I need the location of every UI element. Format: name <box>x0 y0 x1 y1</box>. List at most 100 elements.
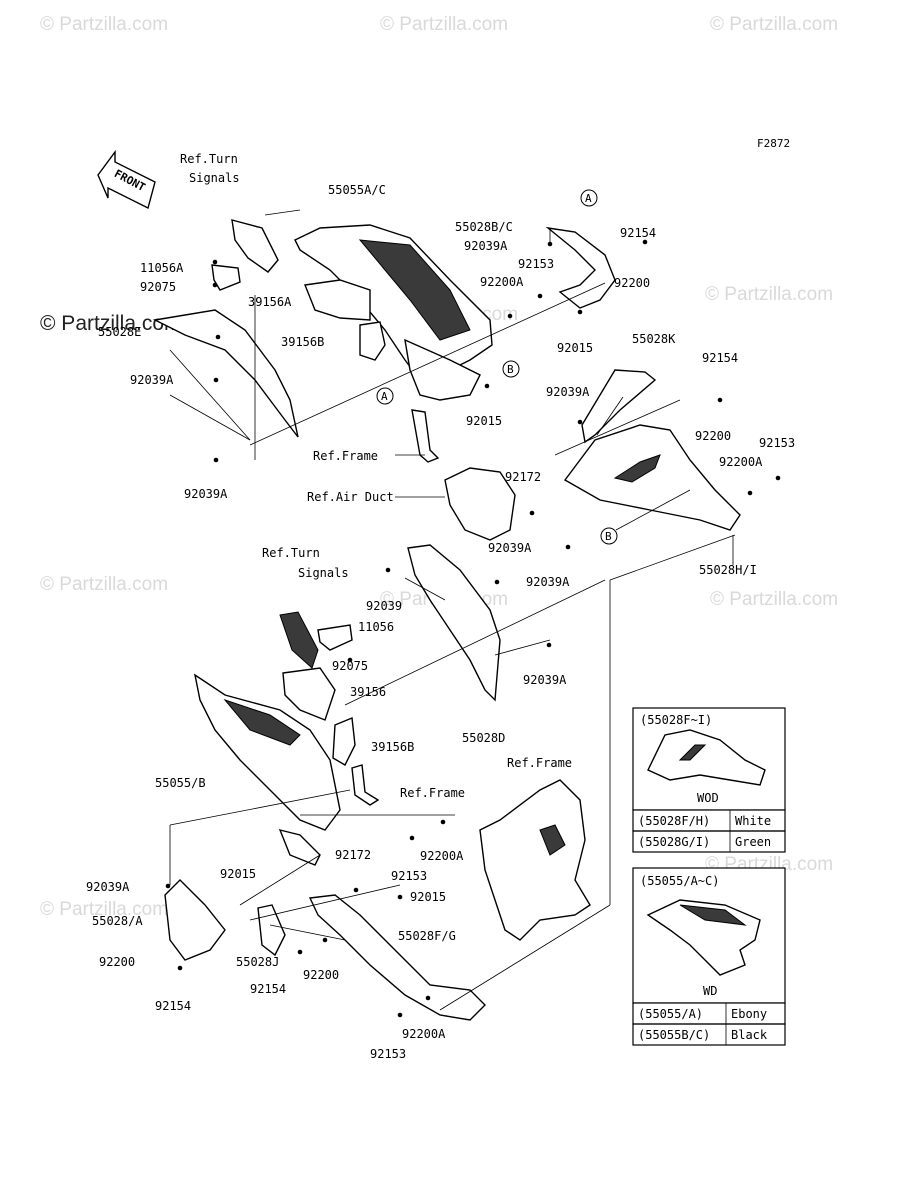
label-55055B: 55055/B <box>155 776 206 790</box>
part-55028K <box>581 369 657 444</box>
part-39156B <box>359 321 386 361</box>
legend-top-part-image <box>647 729 766 786</box>
label-ref-turn-signals-top-2: Signals <box>189 171 240 185</box>
label-92039A-g: 92039A <box>523 673 567 687</box>
label-92154-b: 92154 <box>702 351 738 365</box>
label-92172-a: 92172 <box>505 470 541 484</box>
label-55028HI: 55028H/I <box>699 563 757 577</box>
callout-A-top: A <box>580 189 598 207</box>
label-92015-b: 92015 <box>466 414 502 428</box>
label-92039A-e: 92039A <box>488 541 532 555</box>
label-92153-d: 92153 <box>370 1047 406 1061</box>
part-ref-frame-top <box>411 409 440 463</box>
watermark-dark: © Partzilla.com <box>40 312 182 335</box>
legend-bottom-row1-code: (55055/A) <box>638 1007 703 1021</box>
label-92039A-d: 92039A <box>184 487 228 501</box>
label-92039A-f: 92039A <box>526 575 570 589</box>
label-ref-frame-right: Ref.Frame <box>507 756 572 770</box>
part-air-duct <box>444 467 516 541</box>
watermark: © Partzilla.com <box>710 589 838 610</box>
part-lower-left <box>278 828 321 866</box>
part-39156A <box>304 279 371 321</box>
svg-text:B: B <box>507 363 514 376</box>
label-92200A-d: 92200A <box>402 1027 446 1041</box>
fasteners <box>165 239 781 1018</box>
label-92039A-b: 92039A <box>130 373 174 387</box>
legend-bottom-row1-color: Ebony <box>731 1007 767 1021</box>
legend-55028F-I: (55028F~I) WOD (55028F/H) White (55028G/… <box>632 707 786 853</box>
legend-bottom-header: (55055/A~C) <box>640 874 719 888</box>
svg-text:A: A <box>381 390 388 403</box>
label-55028BC: 55028B/C <box>455 220 513 234</box>
legend-top-row2-color: Green <box>735 835 771 849</box>
label-92015-c: 92015 <box>220 867 256 881</box>
part-turn-signal-top <box>231 219 279 273</box>
watermark: © Partzilla.com <box>380 14 508 35</box>
label-92200-c: 92200 <box>99 955 135 969</box>
legend-bottom-caption: WD <box>703 984 717 998</box>
label-92200A-b: 92200A <box>719 455 763 469</box>
label-92200-b: 92200 <box>695 429 731 443</box>
label-11056: 11056 <box>358 620 394 634</box>
legend-top-header: (55028F~I) <box>640 713 712 727</box>
legend-55055A-C: (55055/A~C) WD (55055/A) Ebony (55055B/C… <box>632 867 786 1046</box>
label-92015-a: 92015 <box>557 341 593 355</box>
legend-bottom-row2-code: (55055B/C) <box>638 1028 710 1042</box>
part-ref-frame-detail <box>539 824 566 856</box>
label-92153-b: 92153 <box>759 436 795 450</box>
label-55028E: 55028E <box>98 325 141 339</box>
legend-top-row1-code: (55028F/H) <box>638 814 710 828</box>
part-55028BC <box>545 226 616 309</box>
watermark: © Partzilla.com <box>710 14 838 35</box>
callout-B-right: B <box>600 527 618 545</box>
label-92015-d: 92015 <box>410 890 446 904</box>
label-39156: 39156 <box>350 685 386 699</box>
svg-text:B: B <box>605 530 612 543</box>
label-92200A-c: 92200A <box>420 849 464 863</box>
label-92200-a: 92200 <box>614 276 650 290</box>
label-55028K: 55028K <box>632 332 676 346</box>
label-ref-turn-signals-mid-2: Signals <box>298 566 349 580</box>
label-55028FG: 55028F/G <box>398 929 456 943</box>
part-inner-lip <box>404 338 481 401</box>
legend-bottom-row2-color: Black <box>731 1028 768 1042</box>
label-11056A: 11056A <box>140 261 184 275</box>
label-55055AC: 55055A/C <box>328 183 386 197</box>
label-ref-air-duct: Ref.Air Duct <box>307 490 394 504</box>
label-55028D: 55028D <box>462 731 505 745</box>
callout-B-top: B <box>502 360 520 378</box>
legend-top-caption: WOD <box>697 791 719 805</box>
part-55028HI <box>563 424 741 531</box>
label-ref-frame-mid: Ref.Frame <box>400 786 465 800</box>
label-92153-a: 92153 <box>518 257 554 271</box>
label-55028A: 55028/A <box>92 914 143 928</box>
watermark: © Partzilla.com <box>40 574 168 595</box>
label-92039A-c: 92039A <box>546 385 590 399</box>
label-ref-turn-signals-top-1: Ref.Turn <box>180 152 238 166</box>
label-ref-frame-top: Ref.Frame <box>313 449 378 463</box>
label-92200A-a: 92200A <box>480 275 524 289</box>
label-92075-a: 92075 <box>140 280 176 294</box>
part-bracket-11056A <box>211 264 241 291</box>
label-92154-a: 92154 <box>620 226 656 240</box>
label-92200-d: 92200 <box>303 968 339 982</box>
legend-top-row2-code: (55028G/I) <box>638 835 710 849</box>
label-39156B: 39156B <box>281 335 324 349</box>
part-55028FG <box>308 894 486 1021</box>
front-arrow-icon: FRONT <box>97 149 156 210</box>
part-39156B-lower <box>332 716 356 766</box>
watermark: © Partzilla.com <box>40 14 168 35</box>
svg-text:A: A <box>585 192 592 205</box>
label-39156A: 39156A <box>248 295 292 309</box>
label-92154-d: 92154 <box>155 999 191 1013</box>
part-turn-signal-mid <box>279 611 319 669</box>
part-55055B <box>193 673 341 831</box>
label-39156B-b: 39156B <box>371 740 414 754</box>
label-92039A-a: 92039A <box>464 239 508 253</box>
watermark: © Partzilla.com <box>705 284 833 305</box>
part-ref-frame-main <box>479 779 591 941</box>
part-55055AC-shade <box>358 239 471 341</box>
part-55028J <box>257 904 286 957</box>
label-55028J: 55028J <box>236 955 279 969</box>
